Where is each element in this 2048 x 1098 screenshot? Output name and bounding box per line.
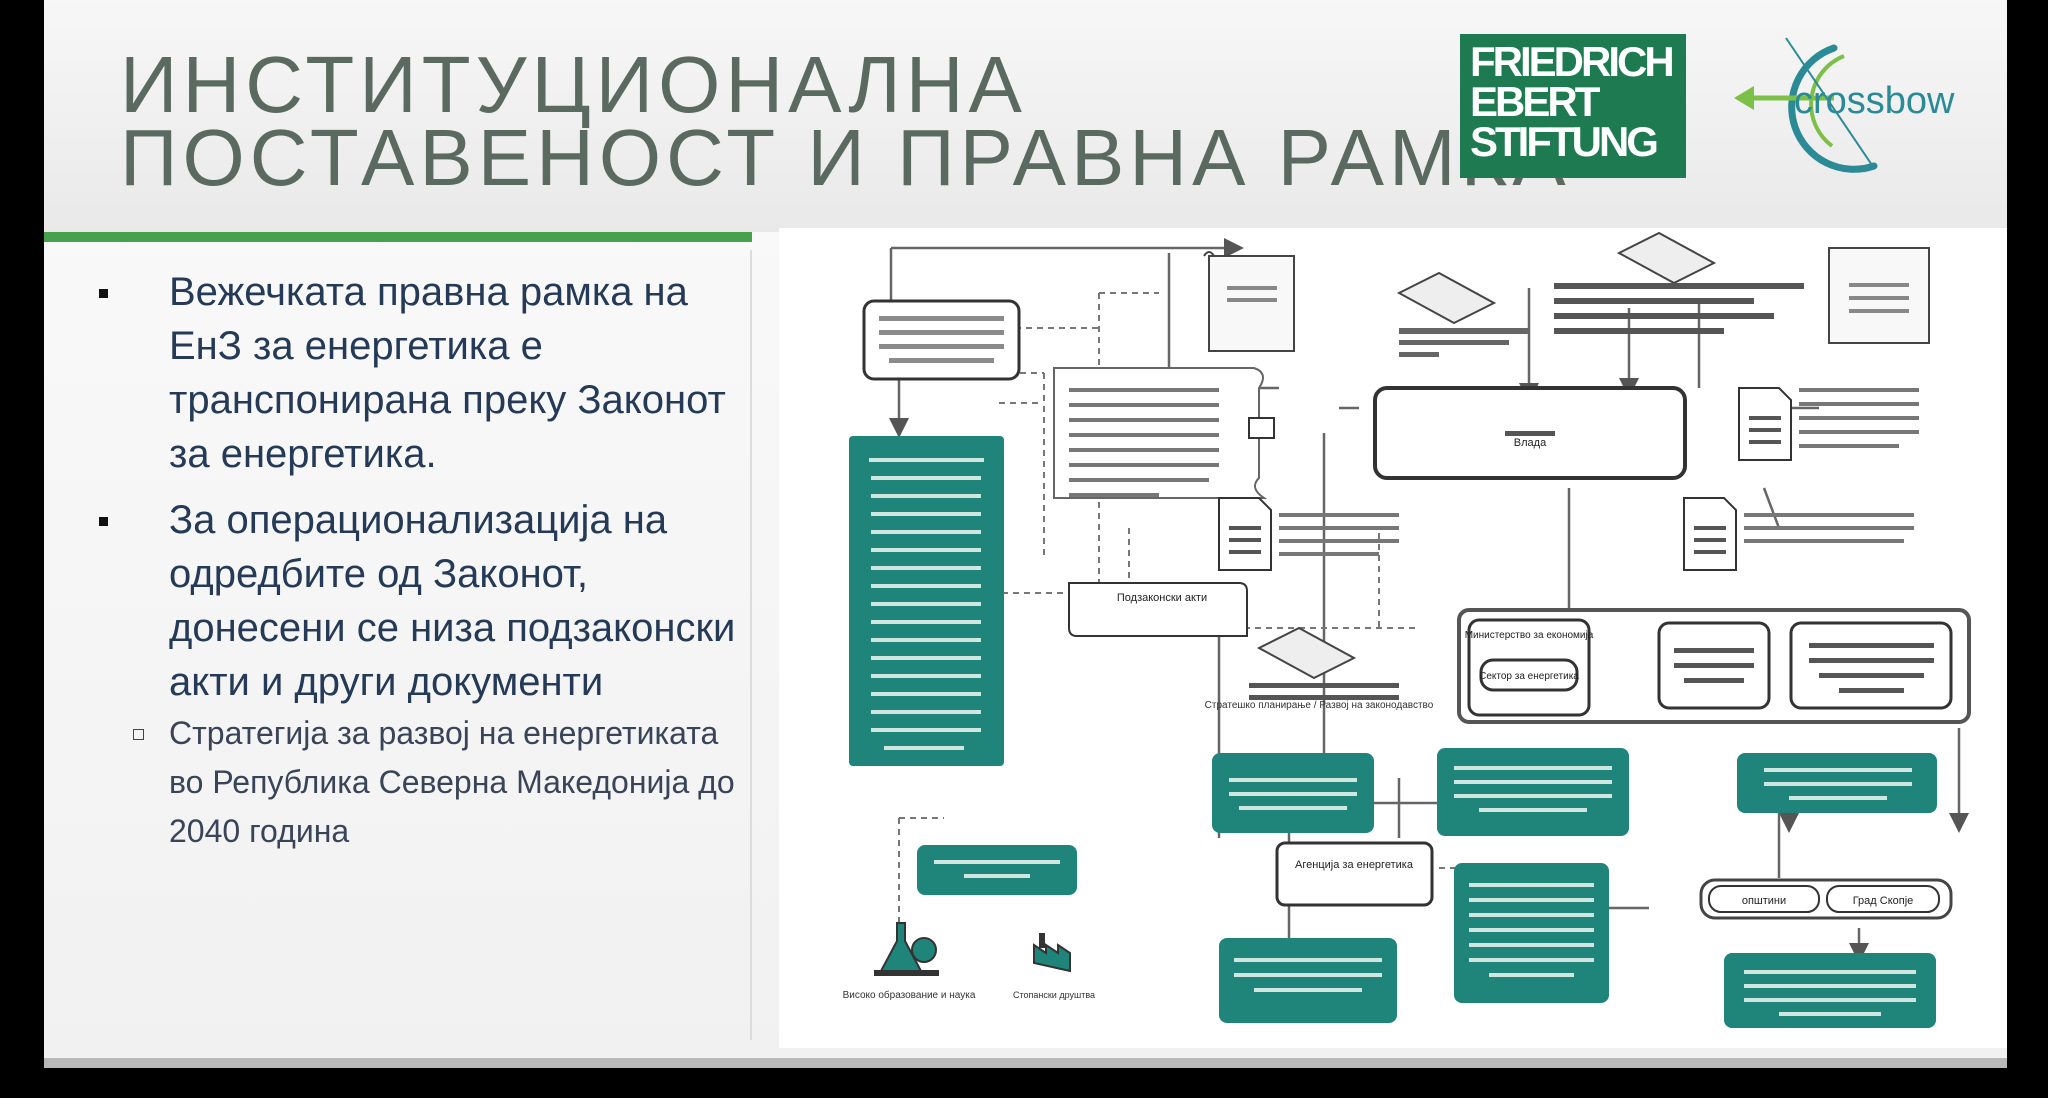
slide-title-line-2: ПОСТАВЕНОСТ И ПРАВНА РАМКА: [120, 113, 1571, 202]
fes-logo-line: FRIEDRICH: [1470, 38, 1675, 85]
flag-icon: [1248, 417, 1275, 439]
institutional-diagram: Подзаконски акти Министерство за економи…: [779, 228, 2007, 1048]
podzakonski-akti-box: Подзаконски акти: [1068, 582, 1248, 637]
opstini-label: општини: [1742, 895, 1786, 907]
book-stack-icon: [1396, 271, 1529, 357]
bullet-text: За операционализација на одредбите од За…: [169, 498, 736, 704]
book-stack-icon-2: [1554, 231, 1804, 334]
teal-box: [1212, 753, 1374, 833]
sector-energy-label: Сектор за енергетика: [1479, 671, 1579, 682]
document-icon: [1218, 497, 1399, 571]
column-divider: [750, 250, 752, 1040]
municipality-group-box: општини Град Скопје: [1699, 878, 1953, 920]
sub-bullet-marker: [133, 729, 144, 740]
lab-flask-icon: [874, 922, 939, 976]
vlada-label: Влада: [1514, 437, 1547, 449]
sub-bullet-text: Стратегија за развој на енергетиката во …: [169, 715, 735, 849]
strategy-scroll: [1053, 367, 1268, 499]
slide-header: ИНСТИТУЦИОНАЛНА ПОСТАВЕНОСТ И ПРАВНА РАМ…: [44, 0, 2007, 232]
regulatory-commission-box: [862, 299, 1021, 381]
fes-logo-line: EBERT: [1470, 77, 1600, 125]
teal-box: [917, 845, 1077, 895]
ministry-group-box: Министерство за економија Сектор за енер…: [1457, 608, 1971, 724]
crossbow-logo-text: crossbow: [1794, 80, 1955, 122]
visoko-label: Високо образование и наука: [843, 989, 976, 1001]
strateski-label: Стратешко планирање / Развој на законода…: [1205, 700, 1434, 711]
bullet-marker: [99, 517, 108, 526]
bullet-item: За операционализација на одредбите од За…: [99, 493, 739, 709]
slide: ИНСТИТУЦИОНАЛНА ПОСТАВЕНОСТ И ПРАВНА РАМ…: [44, 0, 2007, 1068]
teal-box: [1724, 953, 1936, 1028]
slide-title-line-1: ИНСТИТУЦИОНАЛНА: [120, 40, 1027, 129]
teal-box: [1437, 748, 1629, 836]
crossbow-logo-icon: [1734, 37, 1878, 173]
fes-logo-line: STIFTUNG: [1470, 117, 1659, 165]
fes-logo: FRIEDRICH EBERT STIFTUNG: [1460, 34, 1686, 178]
agencija-label: Агенција за енергетика: [1295, 859, 1414, 871]
teal-box: [1737, 753, 1937, 813]
energy-law-scroll-icon: [1203, 251, 1295, 352]
podzakonski-label: Подзаконски акти: [1117, 592, 1207, 604]
book-stack-icon-3: [1249, 626, 1399, 700]
document-icon: [1683, 497, 1914, 571]
accent-bar: [44, 232, 752, 242]
bullet-text: Вежечката правна рамка на ЕнЗ за енергет…: [169, 270, 726, 476]
agencija-box: Агенција за енергетика: [1275, 841, 1434, 907]
vlada-box: [1373, 386, 1687, 480]
diagram-canvas: Подзаконски акти Министерство за економи…: [843, 231, 1971, 1028]
sub-bullet-item: Стратегија за развој на енергетиката во …: [99, 709, 739, 856]
bullet-marker: [99, 289, 108, 298]
factory-icon: [1033, 933, 1071, 973]
bottom-bar: [44, 1058, 2007, 1068]
document-icon: [1738, 387, 1919, 461]
regulatory-commission-teal-box: [849, 436, 1004, 766]
teal-box: [1454, 863, 1609, 1003]
scroll-icon-right: [1828, 247, 1930, 344]
bullet-list: Вежечката правна рамка на ЕнЗ за енергет…: [99, 265, 739, 856]
grad-skopje-label: Град Скопје: [1853, 895, 1914, 907]
teal-box: [1219, 938, 1397, 1023]
ministry-economy-label: Министерство за економија: [1465, 630, 1594, 641]
bullet-item: Вежечката правна рамка на ЕнЗ за енергет…: [99, 265, 739, 481]
stopanstvo-label: Стопански друштва: [1013, 990, 1095, 1000]
